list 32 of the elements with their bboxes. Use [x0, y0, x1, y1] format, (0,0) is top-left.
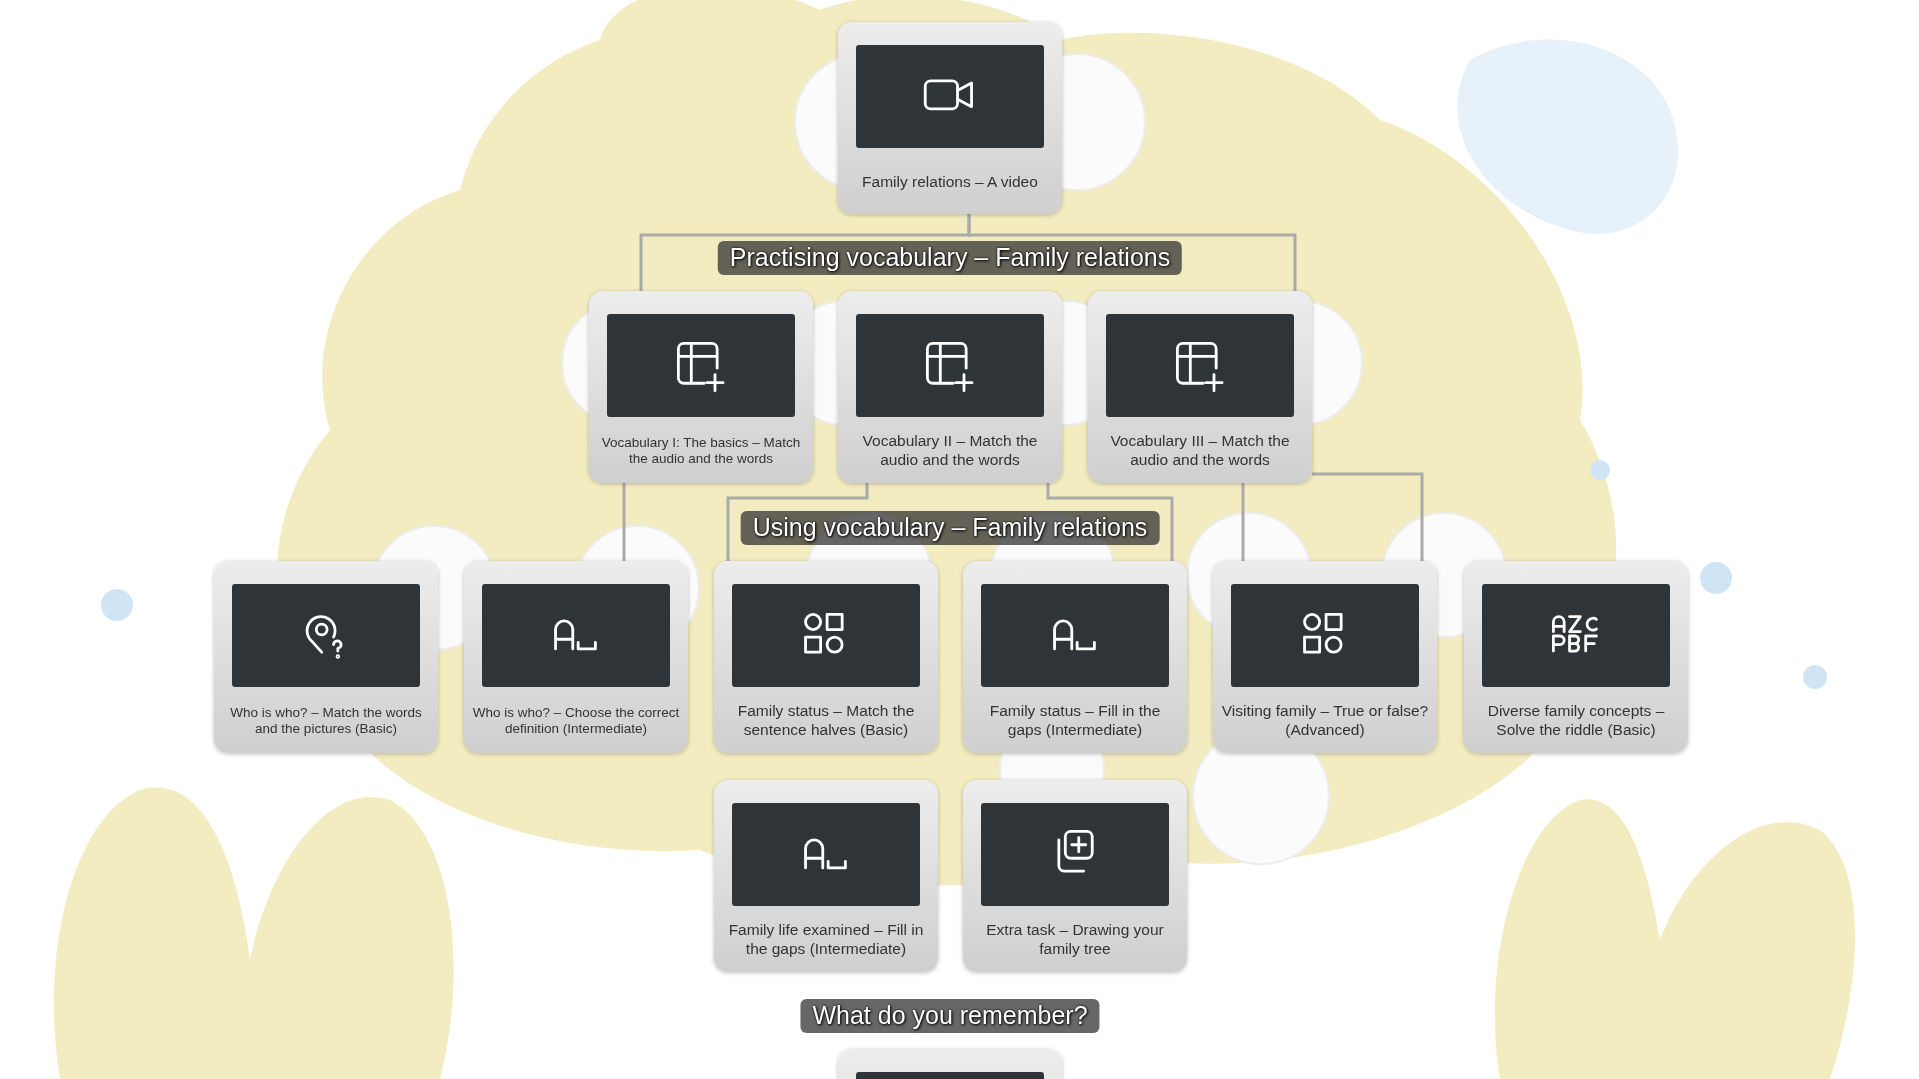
activity-card	[1464, 561, 1688, 753]
card-title: Diverse family concepts – Solve the riddle (Basic)	[1486, 702, 1666, 740]
activity-card	[714, 780, 938, 972]
activity-card	[464, 561, 688, 753]
activity-card	[838, 22, 1062, 214]
card-title: Extra task – Drawing your family tree	[985, 921, 1165, 959]
activity-card	[963, 780, 1187, 972]
card-title: Family status – Match the sentence halves (Basic)	[736, 702, 916, 740]
activity-card	[1088, 291, 1312, 483]
card-title: Visiting family – True or false? (Advanced)	[1221, 702, 1429, 740]
section-heading: Using vocabulary – Family relations	[740, 511, 1160, 545]
card-title: Vocabulary I: The basics – Match the audio and the words	[600, 434, 802, 468]
connector-line	[1312, 472, 1424, 561]
card-title: Family status – Fill in the gaps (Intermediate)	[988, 702, 1162, 740]
card-title: Who is who? – Choose the correct definition (Intermediate)	[472, 704, 680, 738]
activity-card	[1213, 561, 1437, 753]
connector-line	[726, 483, 869, 561]
section-heading: What do you remember?	[800, 999, 1100, 1033]
connector-line	[967, 214, 1297, 291]
card-title: Who is who? – Match the words and the pictures (Basic)	[229, 704, 423, 738]
connector-line	[622, 483, 626, 561]
activity-card	[214, 561, 438, 753]
activity-card	[589, 291, 813, 483]
activity-card	[714, 561, 938, 753]
activity-card	[963, 561, 1187, 753]
card-title: Family life examined – Fill in the gaps (Intermediate)	[727, 921, 925, 959]
card-title: Family relations – A video	[862, 172, 1038, 192]
section-heading: Practising vocabulary – Family relations	[717, 241, 1183, 275]
card-title: Vocabulary II – Match the audio and the words	[861, 432, 1039, 470]
connector-line	[1046, 483, 1174, 561]
activity-card	[838, 291, 1062, 483]
card-title: Vocabulary III – Match the audio and the words	[1109, 432, 1291, 470]
